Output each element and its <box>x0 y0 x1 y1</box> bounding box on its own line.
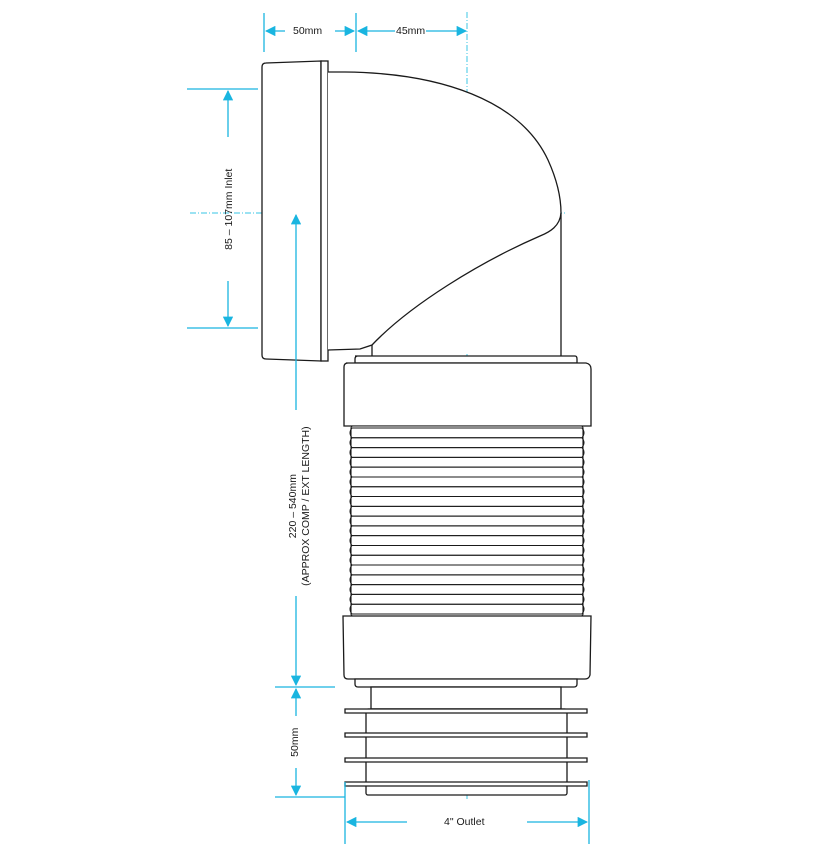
outlet-fin-1 <box>344 708 588 714</box>
outlet-section <box>342 615 592 796</box>
lower-collar-step <box>354 678 578 688</box>
dim-outlet-label: 4" Outlet <box>444 816 485 828</box>
dim-inlet-label: 85 – 107mm Inlet <box>222 168 235 250</box>
inlet-cuff <box>261 60 322 362</box>
bellows-ribs <box>349 427 585 615</box>
dim-length-line1: 220 – 540mm <box>286 474 299 539</box>
dim-outlet-spigot-label: 50mm <box>288 727 301 757</box>
outlet-fin-3 <box>344 757 588 763</box>
outlet-fin-4 <box>344 781 588 787</box>
dim-top-left-label: 50mm <box>293 25 323 37</box>
dim-length-label: 220 – 540mm (APPROX COMP / EXT LENGTH) <box>287 426 313 586</box>
bend-body <box>328 72 561 354</box>
corrugated-bellows <box>350 425 584 617</box>
lower-collar <box>342 615 592 680</box>
upper-collar <box>343 362 592 427</box>
dim-top-right-label: 45mm <box>395 25 427 37</box>
fitting-outline <box>261 60 592 427</box>
inlet-cuff-lip <box>320 60 329 362</box>
bellows-rib <box>349 603 585 615</box>
outlet-fin-2 <box>344 732 588 738</box>
spigot-neck <box>370 686 562 710</box>
dim-length-line2: (APPROX COMP / EXT LENGTH) <box>300 426 312 586</box>
upper-collar-step <box>354 355 578 364</box>
